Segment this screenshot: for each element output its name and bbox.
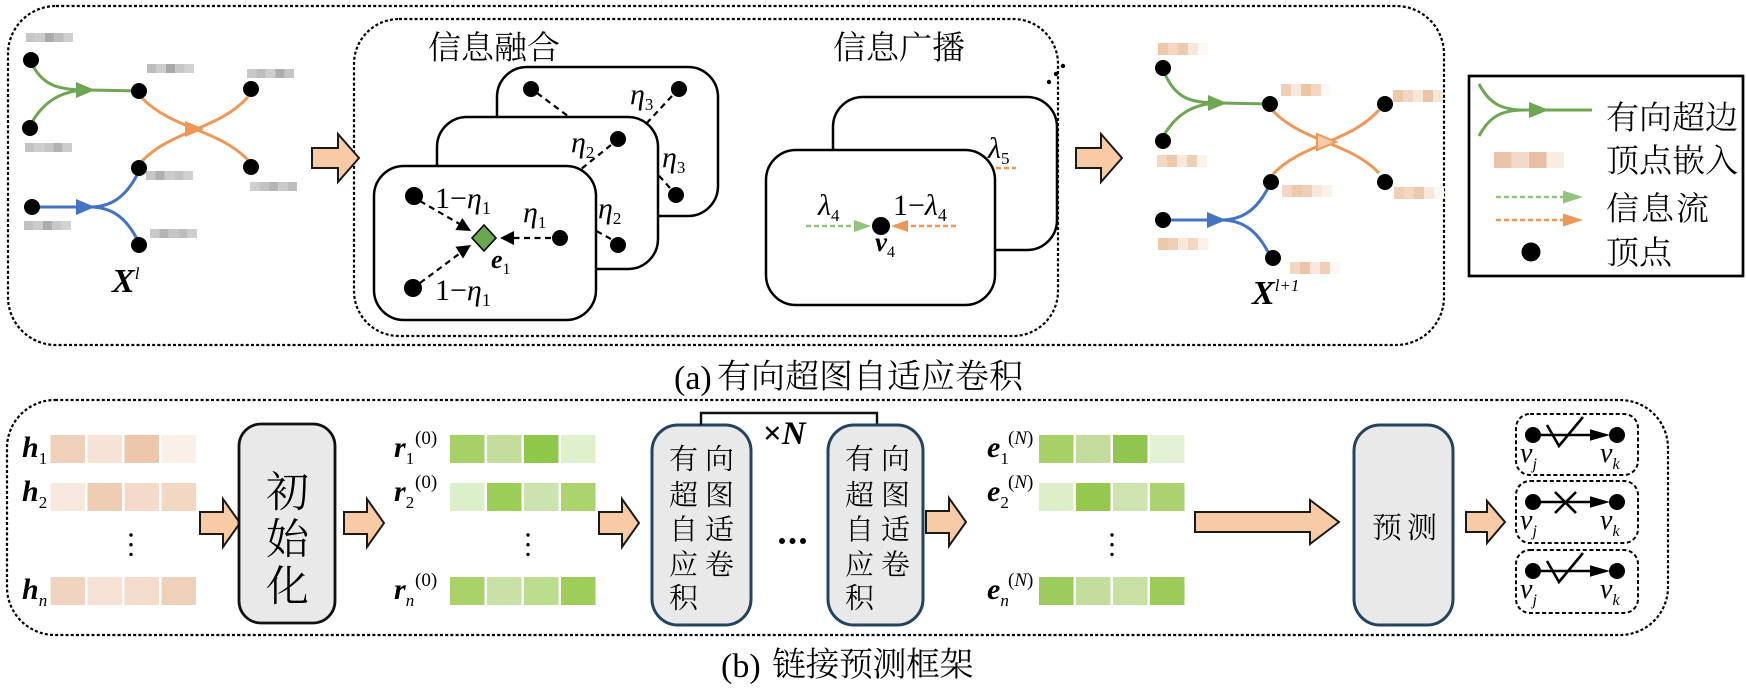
svg-text:1−η1: 1−η1 bbox=[435, 274, 491, 310]
svg-text:(N): (N) bbox=[1008, 472, 1033, 493]
svg-text:(a): (a) bbox=[674, 360, 712, 397]
svg-text:(0): (0) bbox=[415, 570, 437, 591]
svg-text:×N: ×N bbox=[763, 416, 807, 452]
svg-text:(0): (0) bbox=[415, 428, 437, 449]
svg-text:(N): (N) bbox=[1008, 428, 1033, 449]
svg-text:(0): (0) bbox=[415, 472, 437, 493]
svg-text:(b): (b) bbox=[721, 648, 761, 684]
svg-text:1−η1: 1−η1 bbox=[435, 182, 491, 218]
svg-text:(N): (N) bbox=[1008, 570, 1033, 591]
